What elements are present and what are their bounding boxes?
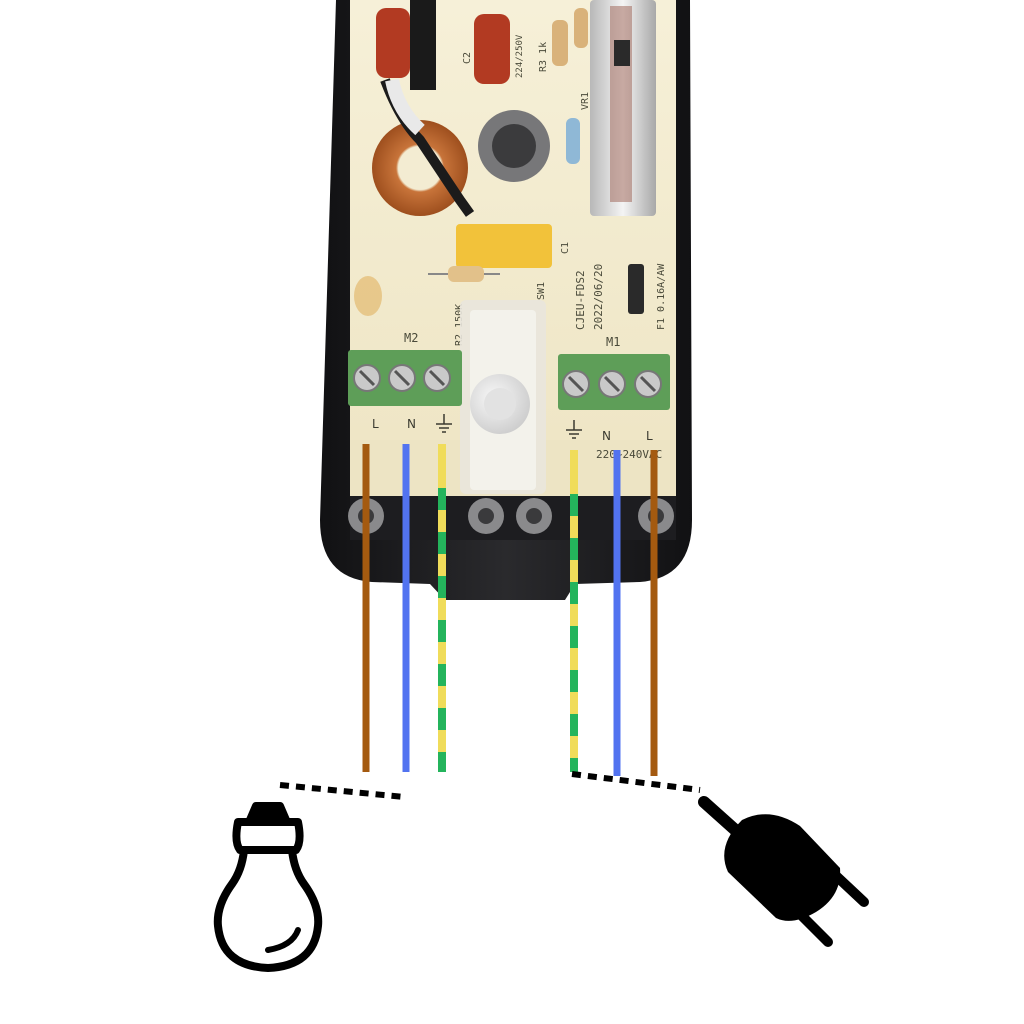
c2-label: C2 bbox=[462, 52, 473, 64]
board-components: 224/250V C2 VR1 R3 1k C1 R2 150K F1 0.16… bbox=[354, 0, 667, 494]
f1-label: F1 0.16A/AW bbox=[656, 263, 667, 330]
vr1-label: VR1 bbox=[580, 92, 591, 110]
c1-label: C1 bbox=[560, 242, 571, 254]
neon-indicator bbox=[354, 276, 382, 316]
housing-mount-strip bbox=[350, 496, 676, 540]
bracket bbox=[410, 0, 436, 90]
earth-symbol-icon bbox=[566, 420, 582, 439]
potentiometer-shaft bbox=[492, 124, 536, 168]
toroid-inductor bbox=[372, 120, 468, 216]
load-connection-line bbox=[279, 782, 405, 800]
m1-label: M1 bbox=[606, 335, 620, 349]
power-plug-icon bbox=[698, 796, 869, 947]
resistor-r4 bbox=[574, 8, 588, 48]
film-capacitor-c2 bbox=[474, 14, 510, 84]
x-capacitor-c1 bbox=[456, 224, 552, 268]
terminal-block-m2: M2 L N bbox=[348, 331, 462, 433]
r3-label: R3 1k bbox=[538, 42, 549, 72]
date-label: 2022/06/20 bbox=[592, 264, 605, 330]
fuse-f1 bbox=[628, 264, 644, 314]
wires bbox=[362, 444, 658, 776]
right-neutral-terminal-label: N bbox=[602, 429, 611, 443]
earth-symbol-icon bbox=[436, 414, 452, 433]
left-live-terminal-label: L bbox=[372, 417, 379, 431]
terminal-screws bbox=[562, 370, 662, 398]
voltage-rating-label: 220~240VAC bbox=[596, 448, 662, 461]
resistor-r1 bbox=[566, 118, 580, 164]
slider-wiper bbox=[614, 40, 630, 66]
light-bulb-icon bbox=[213, 802, 323, 972]
part-number-label: CJEU-FDS2 bbox=[574, 270, 587, 330]
film-capacitor-c3 bbox=[376, 8, 410, 78]
terminal-screws bbox=[353, 364, 451, 392]
m2-label: M2 bbox=[404, 331, 418, 345]
resistor-r2 bbox=[448, 266, 484, 282]
left-neutral-terminal-label: N bbox=[407, 417, 416, 431]
terminal-block-m1: M1 N L 220~240VAC bbox=[558, 335, 670, 461]
switch-plunger-core bbox=[484, 388, 516, 420]
supply-connection-line bbox=[571, 771, 701, 793]
capacitor-rating-label: 224/250V bbox=[515, 34, 525, 78]
r2-label: R2 150K bbox=[454, 304, 465, 346]
right-live-terminal-label: L bbox=[646, 429, 653, 443]
resistor-r3 bbox=[552, 20, 568, 66]
inductor-lead-white bbox=[385, 78, 425, 136]
sw1-label: SW1 bbox=[536, 282, 547, 300]
slider-track bbox=[610, 6, 632, 202]
